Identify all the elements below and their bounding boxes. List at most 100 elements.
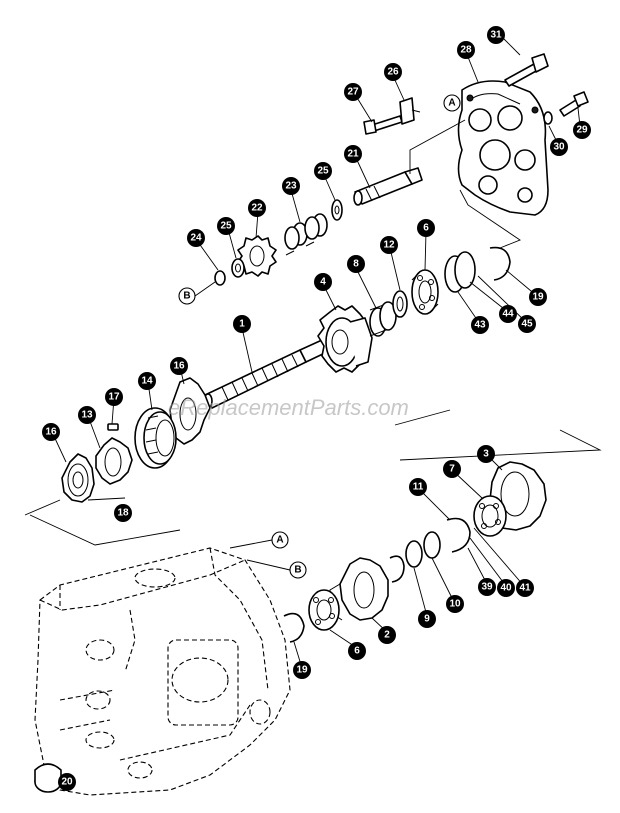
spacer-rings bbox=[405, 531, 441, 568]
svg-text:6: 6 bbox=[423, 223, 429, 234]
callout-11: 11 bbox=[409, 478, 427, 496]
ball-bearing bbox=[411, 269, 439, 315]
cap-screw bbox=[504, 53, 549, 87]
bolt-and-washer bbox=[543, 91, 589, 125]
ball-bearing-lower bbox=[473, 495, 507, 537]
svg-text:43: 43 bbox=[474, 320, 486, 331]
callout-23: 23 bbox=[282, 177, 300, 195]
callout-20: 20 bbox=[58, 773, 76, 791]
bearing-retainer-plate bbox=[457, 80, 549, 216]
callout-6-upper: 6 bbox=[417, 219, 435, 237]
callout-10: 10 bbox=[446, 595, 464, 613]
svg-text:A: A bbox=[276, 535, 283, 546]
callout-6-lower: 6 bbox=[348, 642, 366, 660]
main-shaft bbox=[184, 339, 328, 419]
snap-ring-lower bbox=[446, 517, 471, 553]
callouts: 31 28 26 27 29 30 21 23 25 25 22 24 6 12… bbox=[42, 26, 591, 791]
drive-gear bbox=[317, 305, 373, 373]
callout-25-lower: 25 bbox=[217, 217, 235, 235]
idler-gear bbox=[237, 235, 277, 277]
reference-A-bottom: A bbox=[271, 531, 289, 549]
needle-bearing bbox=[369, 301, 397, 337]
synchronizer-key bbox=[107, 423, 119, 431]
svg-text:18: 18 bbox=[117, 508, 129, 519]
needle-bearings bbox=[284, 213, 328, 256]
callout-43: 43 bbox=[471, 316, 489, 334]
svg-text:30: 30 bbox=[553, 142, 565, 153]
svg-text:29: 29 bbox=[576, 125, 588, 136]
callout-27: 27 bbox=[344, 83, 362, 101]
svg-text:10: 10 bbox=[449, 599, 461, 610]
thrust-washer bbox=[331, 199, 343, 221]
callout-19-upper: 19 bbox=[529, 288, 547, 306]
callout-12: 12 bbox=[380, 236, 398, 254]
callout-18: 18 bbox=[114, 504, 132, 522]
thrust-washer bbox=[231, 258, 245, 278]
callout-39: 39 bbox=[478, 578, 496, 596]
shims bbox=[444, 251, 476, 293]
svg-text:8: 8 bbox=[353, 259, 359, 270]
svg-text:28: 28 bbox=[460, 45, 472, 56]
svg-text:17: 17 bbox=[108, 392, 120, 403]
callout-24: 24 bbox=[187, 229, 205, 247]
blocker-ring bbox=[61, 453, 95, 503]
svg-text:4: 4 bbox=[320, 277, 326, 288]
synchronizer-gear bbox=[95, 437, 133, 485]
transmission-housing bbox=[34, 547, 291, 796]
callout-16-upper: 16 bbox=[170, 357, 188, 375]
washer bbox=[214, 270, 226, 286]
svg-text:25: 25 bbox=[220, 221, 232, 232]
svg-text:12: 12 bbox=[383, 240, 395, 251]
callout-29: 29 bbox=[573, 121, 591, 139]
callout-1: 1 bbox=[233, 315, 251, 333]
svg-text:44: 44 bbox=[502, 309, 514, 320]
callout-17: 17 bbox=[105, 388, 123, 406]
svg-text:7: 7 bbox=[449, 464, 455, 475]
svg-text:2: 2 bbox=[384, 630, 390, 641]
callout-21: 21 bbox=[344, 145, 362, 163]
ball-bearing-cluster bbox=[308, 589, 340, 631]
svg-text:9: 9 bbox=[424, 614, 430, 625]
callout-14: 14 bbox=[138, 372, 156, 390]
svg-text:40: 40 bbox=[500, 583, 512, 594]
svg-text:20: 20 bbox=[61, 777, 73, 788]
callout-4: 4 bbox=[314, 273, 332, 291]
callout-26: 26 bbox=[384, 63, 402, 81]
idler-shaft bbox=[353, 167, 423, 206]
svg-text:41: 41 bbox=[519, 583, 531, 594]
svg-text:1: 1 bbox=[239, 319, 245, 330]
svg-text:3: 3 bbox=[483, 449, 489, 460]
svg-text:B: B bbox=[183, 291, 190, 302]
callout-3: 3 bbox=[477, 445, 495, 463]
callout-30: 30 bbox=[550, 138, 568, 156]
svg-text:19: 19 bbox=[296, 665, 308, 676]
svg-text:26: 26 bbox=[387, 67, 399, 78]
svg-text:11: 11 bbox=[413, 482, 424, 493]
drain-plug bbox=[34, 763, 62, 793]
callout-41: 41 bbox=[516, 579, 534, 597]
svg-text:6: 6 bbox=[354, 646, 360, 657]
callout-8: 8 bbox=[347, 255, 365, 273]
svg-text:14: 14 bbox=[141, 376, 153, 387]
svg-text:13: 13 bbox=[81, 410, 93, 421]
svg-text:39: 39 bbox=[481, 582, 493, 593]
callout-13: 13 bbox=[78, 406, 96, 424]
callout-16-lower: 16 bbox=[42, 423, 60, 441]
shift-collar bbox=[134, 407, 177, 469]
callout-40: 40 bbox=[497, 579, 515, 597]
svg-text:45: 45 bbox=[521, 319, 533, 330]
svg-text:16: 16 bbox=[173, 361, 185, 372]
svg-text:22: 22 bbox=[251, 203, 263, 214]
callout-2: 2 bbox=[378, 626, 396, 644]
svg-text:27: 27 bbox=[347, 87, 359, 98]
reference-A-top: A bbox=[443, 94, 461, 112]
snap-ring-cluster bbox=[283, 612, 305, 643]
svg-text:23: 23 bbox=[285, 181, 297, 192]
svg-text:19: 19 bbox=[532, 292, 544, 303]
callout-19-lower: 19 bbox=[293, 661, 311, 679]
snap-ring bbox=[489, 246, 511, 281]
lock-plate bbox=[399, 97, 421, 125]
reference-B-bottom: B bbox=[289, 561, 307, 579]
svg-text:25: 25 bbox=[317, 166, 329, 177]
